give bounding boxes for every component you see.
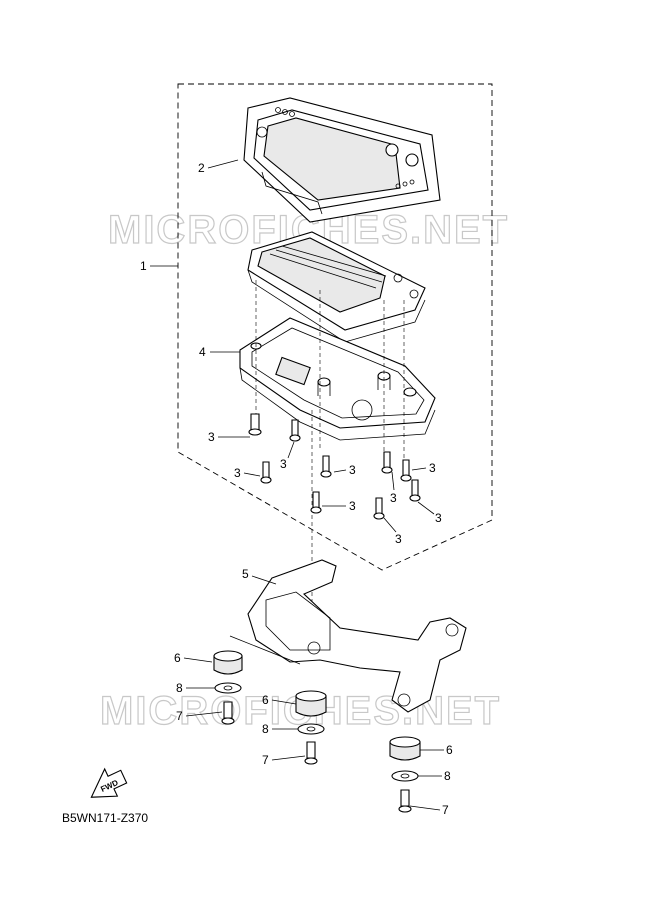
- meter-stay: [229, 559, 467, 713]
- callout-3-d: 3: [349, 463, 356, 477]
- callout-8-right: 8: [444, 769, 451, 783]
- leader-lines: [150, 159, 444, 811]
- callout-3-e: 3: [349, 499, 356, 513]
- callout-7-left: 7: [176, 709, 183, 723]
- fwd-arrow-icon: FWD: [90, 767, 128, 798]
- screws: [248, 413, 421, 520]
- callout-7-right: 7: [442, 803, 449, 817]
- washer-middle: [297, 723, 325, 735]
- callout-3-i: 3: [435, 511, 442, 525]
- callout-6-right: 6: [446, 743, 453, 757]
- bolt-right: [398, 789, 412, 813]
- callout-3-b: 3: [280, 457, 287, 471]
- callout-3-a: 3: [208, 430, 215, 444]
- callout-2: 2: [198, 161, 205, 175]
- assembly-boundary: [177, 83, 493, 571]
- washer-right: [391, 770, 419, 782]
- bolt-left: [221, 701, 235, 725]
- callout-3-c: 3: [234, 466, 241, 480]
- bolt-middle: [304, 741, 318, 765]
- callout-8-middle: 8: [262, 722, 269, 736]
- meter-unit: [247, 231, 426, 343]
- callout-3-g: 3: [429, 461, 436, 475]
- drawing-code: B5WN171-Z370: [62, 811, 148, 825]
- meter-case: [239, 317, 436, 441]
- callout-4: 4: [199, 345, 206, 359]
- washer-left: [214, 682, 242, 694]
- damper-right: [389, 736, 421, 761]
- callout-8-left: 8: [176, 681, 183, 695]
- callout-1: 1: [140, 259, 147, 273]
- callout-6-left: 6: [174, 651, 181, 665]
- callout-3-h: 3: [395, 532, 402, 546]
- damper-left: [213, 650, 243, 675]
- callout-6-middle: 6: [262, 693, 269, 707]
- damper-middle: [295, 690, 327, 717]
- callout-5: 5: [242, 567, 249, 581]
- callout-7-middle: 7: [262, 753, 269, 767]
- meter-cover: [243, 97, 441, 223]
- callout-3-f: 3: [390, 491, 397, 505]
